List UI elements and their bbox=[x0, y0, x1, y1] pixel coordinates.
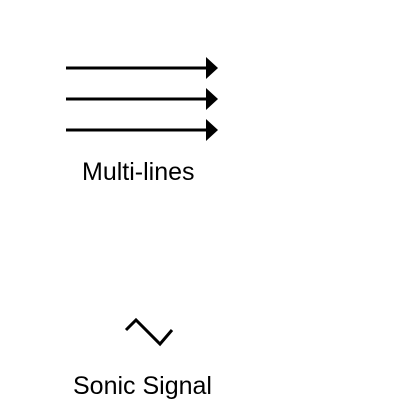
multi-lines-arrow-icon bbox=[66, 57, 218, 141]
shape-sonic-signal[interactable]: Sonic Signal bbox=[40, 300, 260, 400]
shape-label-multi-lines: Multi-lines bbox=[82, 158, 195, 186]
shape-multi-lines[interactable]: Multi-lines bbox=[40, 20, 250, 200]
sonic-signal-icon bbox=[124, 317, 174, 347]
shape-label-sonic-signal: Sonic Signal bbox=[73, 372, 212, 400]
